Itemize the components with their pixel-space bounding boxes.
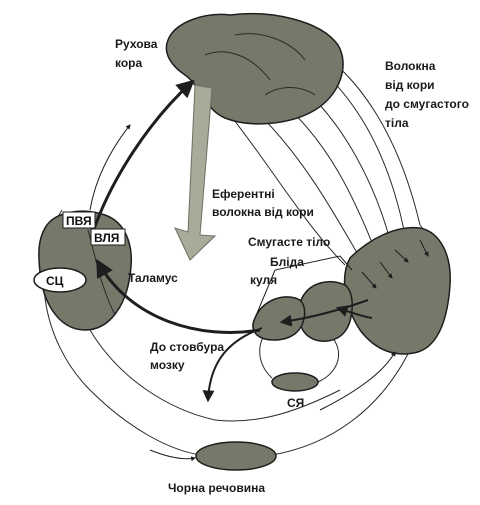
arrow-to-striatum-3 (361, 271, 377, 289)
arrow-striatum-to-gpe (335, 305, 373, 319)
arrow-nigra-to-striatum (319, 351, 396, 411)
fibers-label-line2: від кори (385, 78, 435, 92)
vpl-label: ПВЯ (66, 214, 92, 228)
efferent-fibers-arrow (174, 84, 217, 261)
arrow-to-striatum-4 (419, 239, 429, 257)
loop-to-stn-right (317, 334, 339, 383)
arrow-pallidum-to-thalamus (96, 258, 261, 334)
fibers-label-line1: Волокна (385, 59, 436, 73)
striatum-label: Смугасте тіло (248, 235, 330, 249)
arrow-loop-to-nigra (149, 449, 196, 462)
substantia-nigra-shape (195, 441, 277, 471)
arrow-thalamus-to-cortex (90, 79, 195, 236)
substantia-nigra-label: Чорна речовина (168, 481, 265, 495)
thalamus-label: Таламус (128, 271, 178, 285)
efferent-label-line2: волокна від кори (212, 205, 314, 219)
fibers-label-line4: тіла (385, 116, 409, 130)
fibers-label-line3: до смугастого (385, 97, 469, 111)
motor-cortex-shape (165, 13, 344, 125)
motor-cortex-label-line2: кора (115, 56, 143, 70)
efferent-label-line1: Еферентні (212, 187, 275, 201)
arrow-to-striatum-2 (379, 261, 393, 279)
globus-pallidus-external (297, 281, 353, 342)
cm-label: СЦ (46, 274, 64, 288)
cm-nucleus-oval (33, 267, 87, 293)
subthalamic-nucleus (271, 372, 319, 392)
vl-label-box (90, 228, 126, 246)
pallidum-label-line1: Бліда (270, 255, 304, 269)
inner-loop-left (89, 329, 341, 422)
stn-label: СЯ (287, 396, 304, 410)
pallidum-label-line2: куля (250, 273, 277, 287)
outer-loop-right (271, 349, 411, 456)
arrow-to-striatum-1 (394, 249, 409, 263)
pathway-arrows (89, 79, 429, 462)
motor-cortex-fold-3 (264, 87, 316, 96)
pallidum-bracket (254, 255, 353, 319)
to-brainstem-label-line2: мозку (150, 358, 185, 372)
arrow-striatum-to-gpi (279, 299, 369, 327)
motor-cortex-label-line1: Рухова (115, 37, 158, 51)
vpl-label-box (62, 211, 96, 229)
to-brainstem-label-line1: До стовбура (150, 340, 224, 354)
motor-cortex-fold-2 (234, 33, 306, 61)
striatum-shape (343, 226, 451, 355)
motor-cortex-fold-1 (204, 51, 271, 81)
arrow-pallidum-to-brainstem (202, 327, 263, 403)
arrow-thalamus-feedback (89, 124, 131, 211)
vl-label: ВЛЯ (94, 231, 119, 245)
